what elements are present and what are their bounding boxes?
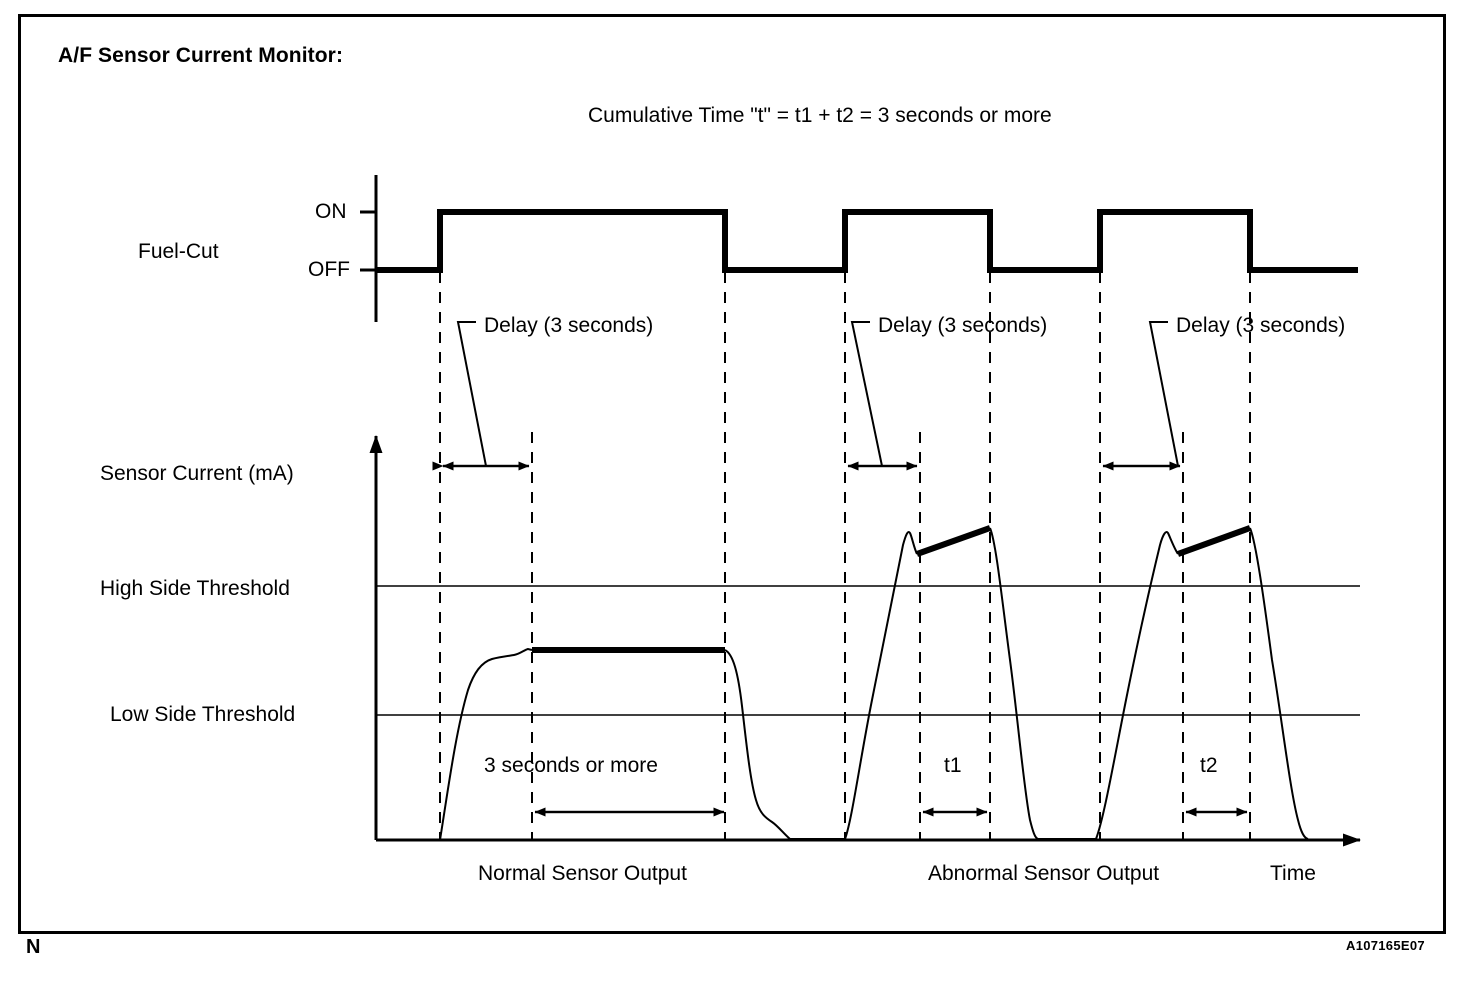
normal-sensor-output-label: Normal Sensor Output [478,862,687,885]
page-title: A/F Sensor Current Monitor: [58,44,344,67]
t1-label: t1 [944,754,962,777]
fuel-cut-off-label: OFF [308,258,350,281]
fuel-cut-label: Fuel-Cut [138,240,219,263]
delay-label-3: Delay (3 seconds) [1176,314,1346,337]
t2-label: t2 [1200,754,1218,777]
cumulative-time-subtitle: Cumulative Time "t" = t1 + t2 = 3 second… [588,104,1052,127]
figure-code: A107165E07 [1346,938,1425,953]
time-axis-label: Time [1270,862,1316,885]
abnormal-sensor-output-label: Abnormal Sensor Output [928,862,1160,885]
sensor-current-axis-label: Sensor Current (mA) [100,462,294,485]
delay-label-2: Delay (3 seconds) [878,314,1048,337]
high-side-threshold-label: High Side Threshold [100,577,290,600]
corner-mark: N [26,936,41,958]
three-seconds-or-more-label: 3 seconds or more [484,754,658,777]
fuel-cut-on-label: ON [315,200,347,223]
low-side-threshold-label: Low Side Threshold [110,703,296,726]
delay-label-1: Delay (3 seconds) [484,314,654,337]
